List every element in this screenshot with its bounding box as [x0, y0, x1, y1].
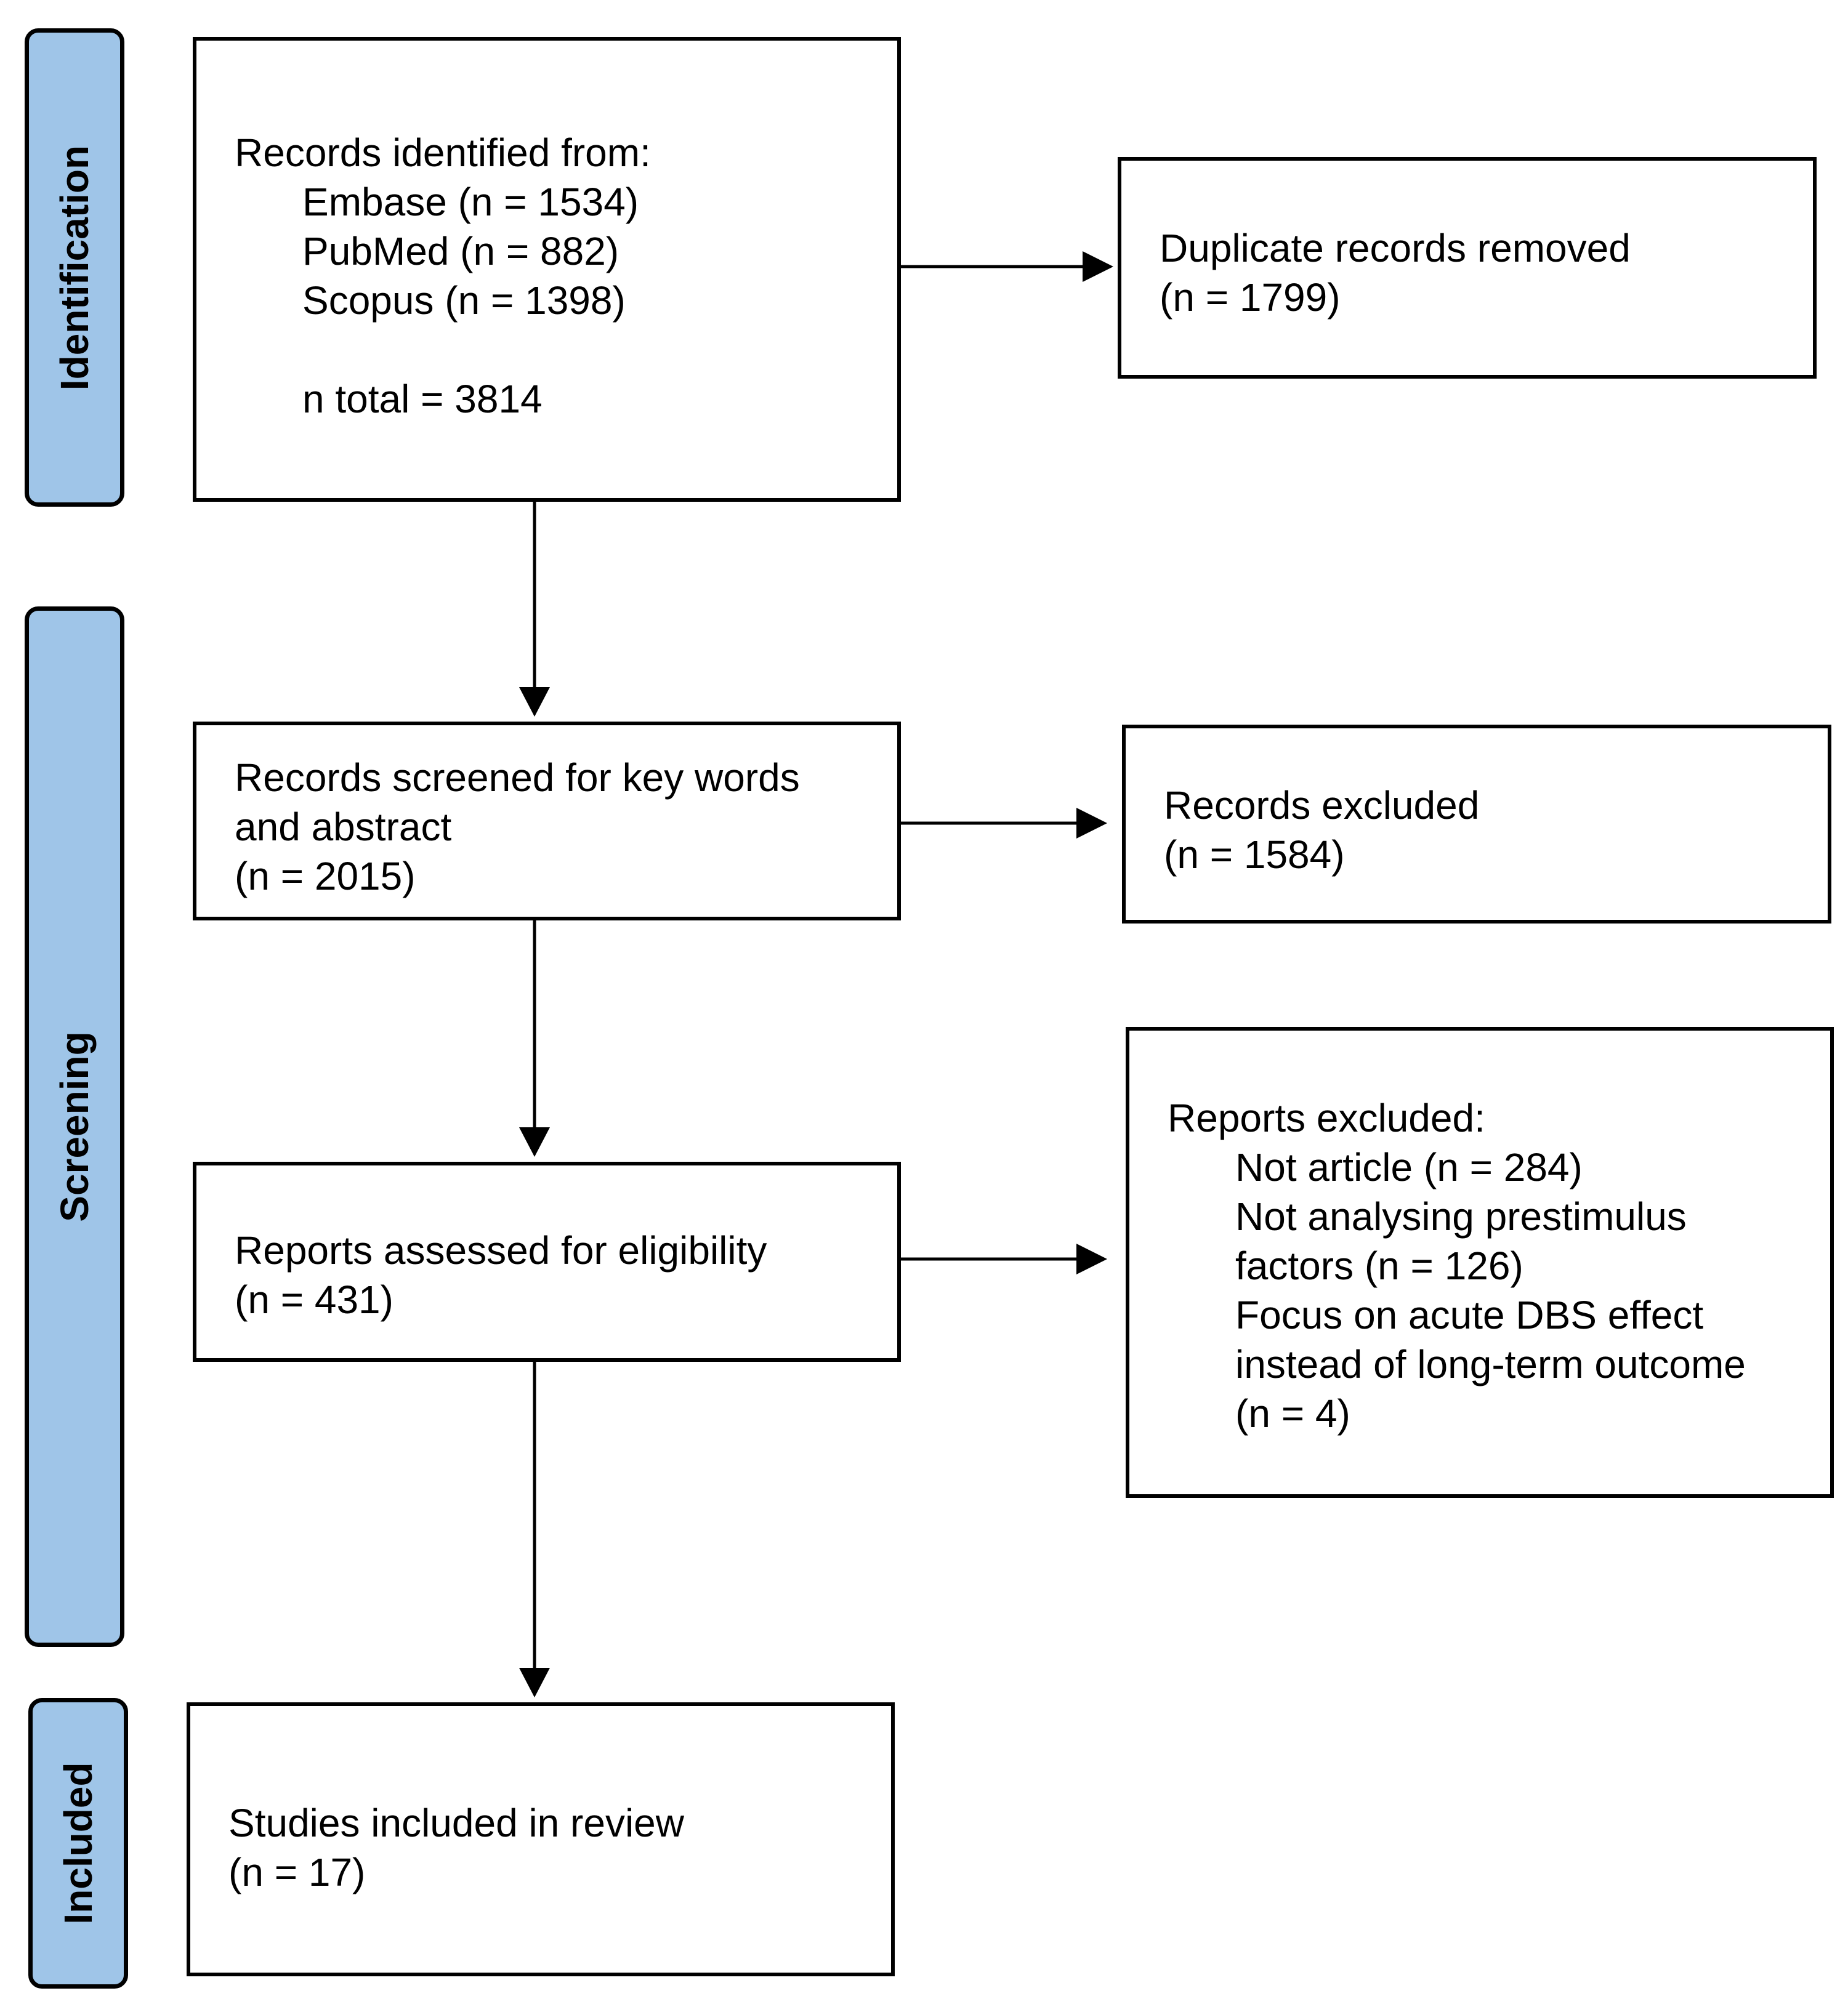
records-excluded-label: Records excluded — [1164, 783, 1480, 827]
reports-excluded-line-4: Focus on acute DBS effect — [1235, 1293, 1704, 1337]
arrowhead-down-2 — [519, 1127, 550, 1157]
studies-included-label: Studies included in review — [228, 1801, 684, 1845]
duplicates-removed-box: Duplicate records removed (n = 1799) — [1118, 157, 1817, 379]
duplicates-removed-count: (n = 1799) — [1160, 275, 1341, 320]
arrowhead-right-2 — [1076, 808, 1107, 839]
reports-excluded-box: Reports excluded: Not article (n = 284) … — [1126, 1027, 1834, 1498]
arrowhead-down-3 — [519, 1668, 550, 1697]
reports-excluded-line-1: Not article (n = 284) — [1235, 1145, 1583, 1189]
phase-identification: Identification — [25, 28, 124, 507]
arrowhead-down-1 — [519, 687, 550, 717]
records-excluded-box: Records excluded (n = 1584) — [1122, 725, 1831, 924]
records-excluded-count: (n = 1584) — [1164, 832, 1345, 877]
studies-included-box: Studies included in review (n = 17) — [187, 1702, 895, 1976]
records-screened-box: Records screened for key words and abstr… — [193, 722, 901, 920]
reports-assessed-box: Reports assessed for eligibility (n = 43… — [193, 1162, 901, 1362]
source-pubmed: PubMed (n = 882) — [302, 229, 619, 273]
records-screened-line2: and abstract — [235, 805, 452, 849]
records-screened-count: (n = 2015) — [235, 854, 416, 898]
reports-excluded-line-2: Not analysing prestimulus — [1235, 1194, 1687, 1239]
phase-screening: Screening — [25, 606, 124, 1647]
source-embase: Embase (n = 1534) — [302, 180, 639, 224]
reports-excluded-line-5: instead of long-term outcome — [1235, 1342, 1746, 1386]
reports-excluded-line-6: (n = 4) — [1235, 1391, 1350, 1436]
records-identified-box: Records identified from: Embase (n = 153… — [193, 37, 901, 502]
phase-included: Included — [28, 1698, 128, 1989]
records-identified-heading: Records identified from: — [235, 131, 651, 175]
arrowhead-right-3 — [1076, 1244, 1107, 1274]
reports-excluded-line-3: factors (n = 126) — [1235, 1244, 1523, 1288]
source-scopus: Scopus (n = 1398) — [302, 278, 626, 323]
reports-assessed-label: Reports assessed for eligibility — [235, 1228, 767, 1273]
records-screened-line1: Records screened for key words — [235, 755, 800, 800]
reports-excluded-heading: Reports excluded: — [1168, 1096, 1485, 1140]
records-identified-total: n total = 3814 — [302, 377, 543, 421]
arrowhead-right-1 — [1083, 251, 1113, 282]
studies-included-count: (n = 17) — [228, 1850, 366, 1894]
reports-assessed-count: (n = 431) — [235, 1278, 393, 1322]
duplicates-removed-label: Duplicate records removed — [1160, 226, 1631, 270]
